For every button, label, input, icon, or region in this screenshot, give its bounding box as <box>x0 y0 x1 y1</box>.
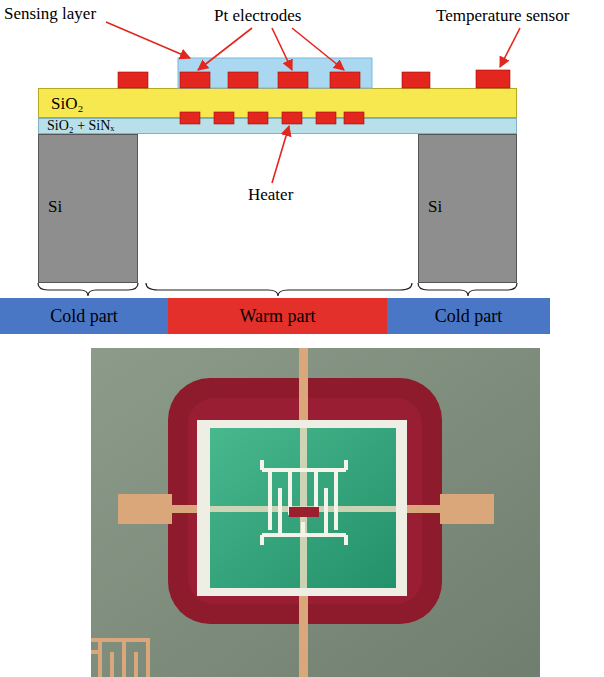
leader-arrow <box>272 28 292 70</box>
pt-electrode <box>180 72 210 88</box>
temperature-sensor <box>476 70 510 88</box>
silicon-substrate: Si <box>38 134 138 283</box>
heater-element <box>248 112 268 124</box>
oxide-layer: SiO₂ <box>38 88 517 118</box>
pt-electrode <box>228 72 258 88</box>
node-text: SiO₂ <box>51 94 83 113</box>
brace <box>38 283 517 296</box>
part-label: Heater <box>248 185 293 205</box>
heater-element <box>344 112 364 124</box>
leader-arrow <box>500 28 520 67</box>
nitride-layer: SiO₂ + SiNₓ <box>38 118 517 134</box>
pt-electrode <box>330 72 360 88</box>
micrograph <box>91 348 540 677</box>
heater-element <box>214 112 234 124</box>
silicon-substrate: Si <box>418 134 517 283</box>
heater-element <box>282 112 302 124</box>
temperature-sensor <box>118 72 148 88</box>
leader-arrow <box>106 22 190 58</box>
heater-element <box>180 112 200 124</box>
cold-zone-band: Cold part <box>0 298 168 334</box>
node-text: Warm part <box>239 306 315 326</box>
part-label: Temperature sensor <box>436 6 569 26</box>
leader-arrow <box>198 28 252 70</box>
leader-arrow <box>292 28 344 70</box>
part-label: Sensing layer <box>4 4 96 24</box>
heater-element <box>316 112 336 124</box>
node-text: SiO₂ + SiNₓ <box>47 118 114 134</box>
warm-zone-band: Warm part <box>168 298 387 334</box>
cold-zone-band: Cold part <box>387 298 550 334</box>
node-text: Si <box>48 197 62 216</box>
node-text: Cold part <box>435 306 503 326</box>
node-text: Cold part <box>50 306 118 326</box>
pt-electrode <box>278 72 308 88</box>
temperature-sensor <box>402 72 430 88</box>
leader-arrow <box>272 126 289 183</box>
part-label: Pt electrodes <box>214 6 301 26</box>
node-text: Si <box>428 197 442 216</box>
